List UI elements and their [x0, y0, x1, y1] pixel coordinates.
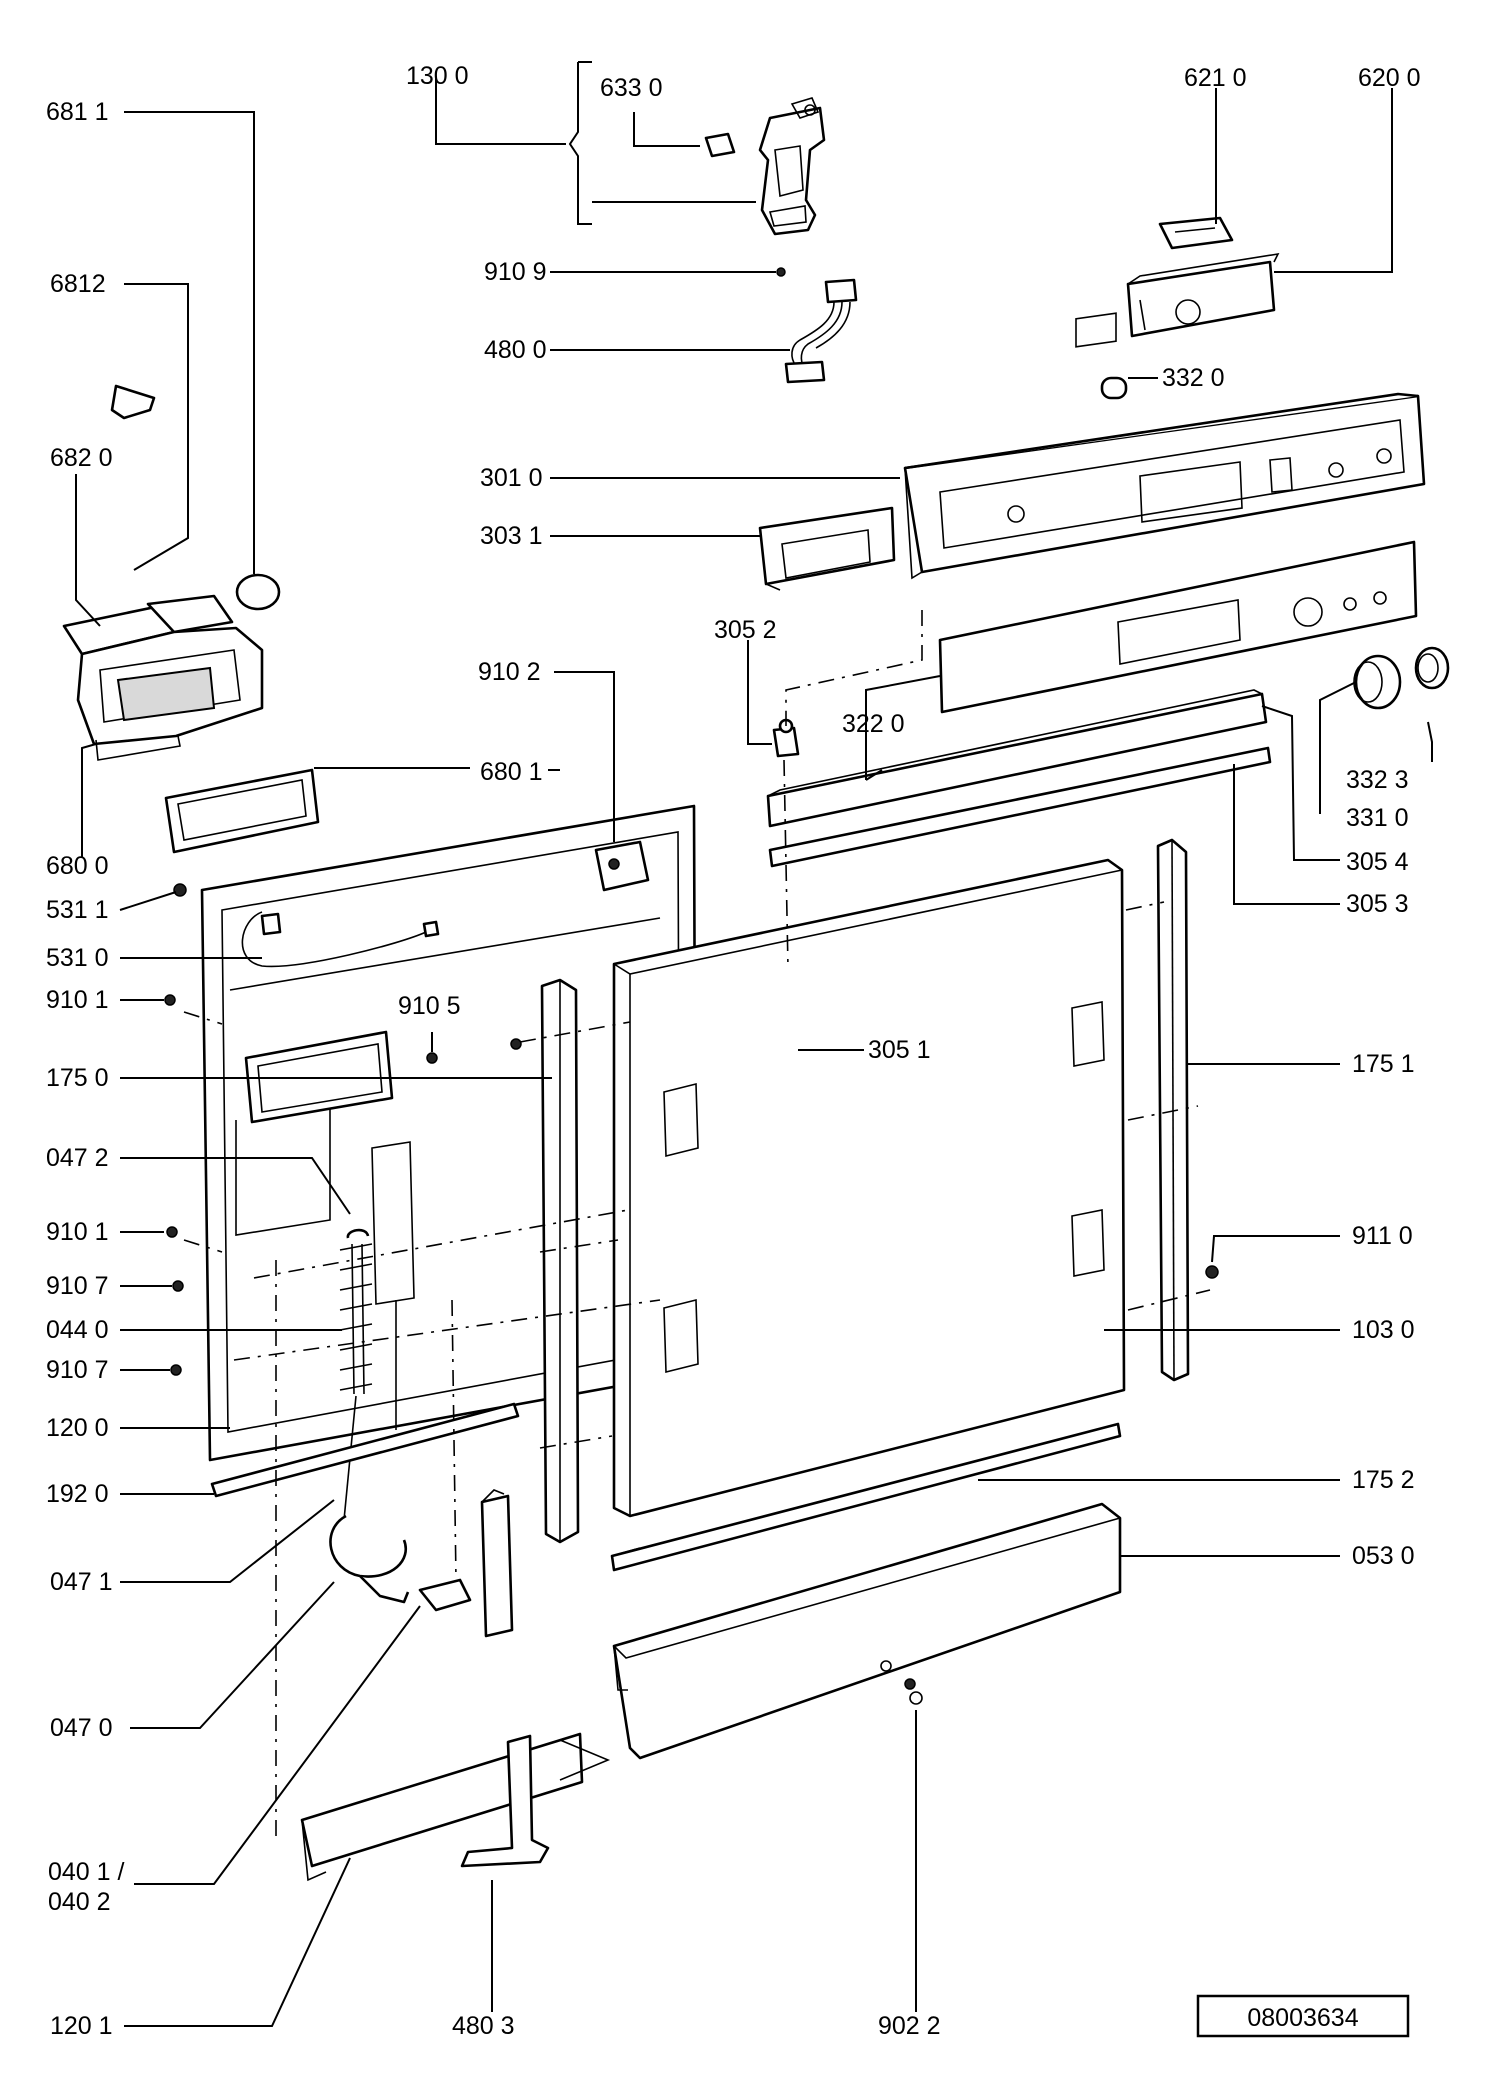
seal-6811	[235, 573, 281, 611]
label-1030: 103 0	[1352, 1316, 1415, 1344]
leader-lines	[75, 61, 1433, 2027]
part-labels: 681 1 6812 682 0 680 0 680 1 130 0 633 0…	[46, 62, 1421, 2040]
label-0530: 053 0	[1352, 1542, 1415, 1570]
label-6801: 680 1	[480, 758, 543, 786]
label-5310: 531 0	[46, 944, 109, 972]
label-3323: 332 3	[1346, 766, 1409, 794]
label-6811: 681 1	[46, 98, 109, 126]
control-panel-3010	[903, 312, 1426, 580]
cable-5310	[173, 883, 440, 968]
label-1920: 192 0	[46, 1480, 109, 1508]
label-9109: 910 9	[484, 258, 547, 286]
label-1300: 130 0	[406, 62, 469, 90]
reference-number: 08003634	[1247, 2004, 1358, 2032]
label-1752: 175 2	[1352, 1466, 1415, 1494]
side-strip-1751	[1156, 838, 1190, 1382]
label-6820: 682 0	[50, 444, 113, 472]
wiring-harness-4800	[784, 278, 858, 384]
label-3051: 305 1	[868, 1036, 931, 1064]
label-0472: 047 2	[46, 1144, 109, 1172]
label-6200: 620 0	[1358, 64, 1421, 92]
label-4803: 480 3	[452, 2012, 515, 2040]
label-6812: 6812	[50, 270, 106, 298]
label-9107b: 910 7	[46, 1356, 109, 1384]
knob-3323	[1414, 646, 1450, 690]
screws	[164, 994, 1219, 1376]
hinge-9102	[594, 840, 650, 892]
label-4800: 480 0	[484, 336, 547, 364]
label-3220: 322 0	[842, 710, 905, 738]
lower-panel-1201	[300, 1732, 611, 1882]
label-3053: 305 3	[1346, 890, 1409, 918]
label-9101b: 910 1	[46, 1218, 109, 1246]
outer-door-1030	[612, 858, 1126, 1518]
label-3320: 332 0	[1162, 364, 1225, 392]
assembly-lines	[183, 610, 1211, 1840]
door-spring-0440	[329, 1228, 514, 1638]
label-0471: 047 1	[50, 1568, 113, 1596]
plinth-0530	[612, 1502, 1122, 1760]
label-3010: 301 0	[480, 464, 543, 492]
door-lock-assembly	[704, 97, 826, 236]
label-0402: 040 2	[48, 1888, 111, 1916]
label-1201: 120 1	[50, 2012, 113, 2040]
label-0440: 044 0	[46, 1316, 109, 1344]
dispenser-6800	[62, 384, 264, 761]
side-strip-1750	[540, 978, 580, 1544]
label-5311: 531 1	[46, 896, 109, 924]
reference-number-box: 08003634	[1196, 1994, 1410, 2038]
label-9022: 902 2	[878, 2012, 941, 2040]
label-9105: 910 5	[398, 992, 461, 1020]
rod-1920	[210, 1402, 520, 1498]
gasket-6801	[164, 768, 320, 854]
label-9102: 910 2	[478, 658, 541, 686]
label-0401: 040 1 /	[48, 1858, 125, 1886]
label-1751: 175 1	[1352, 1050, 1415, 1078]
knob-3320	[1100, 376, 1128, 400]
knob-3310	[1353, 654, 1402, 710]
rail-3054	[766, 689, 1268, 828]
bottom-strip-1752	[610, 1422, 1122, 1572]
label-1750: 175 0	[46, 1064, 109, 1092]
label-3054: 305 4	[1346, 848, 1409, 876]
label-3031: 303 1	[480, 522, 543, 550]
label-9101a: 910 1	[46, 986, 109, 1014]
circuit-board-6210	[1158, 216, 1234, 250]
label-3310: 331 0	[1346, 804, 1409, 832]
label-6330: 633 0	[600, 74, 663, 102]
label-0470: 047 0	[50, 1714, 113, 1742]
label-9107a: 910 7	[46, 1272, 109, 1300]
label-1200: 120 0	[46, 1414, 109, 1442]
label-9110: 911 0	[1352, 1222, 1413, 1250]
screw-9109	[776, 267, 786, 277]
handle-cover-3031	[758, 506, 896, 591]
control-module-6200	[1126, 252, 1280, 338]
label-3052: 305 2	[714, 616, 777, 644]
label-6800: 680 0	[46, 852, 109, 880]
fascia-3220	[938, 540, 1418, 714]
strip-3053	[768, 746, 1272, 868]
label-6210: 621 0	[1184, 64, 1247, 92]
